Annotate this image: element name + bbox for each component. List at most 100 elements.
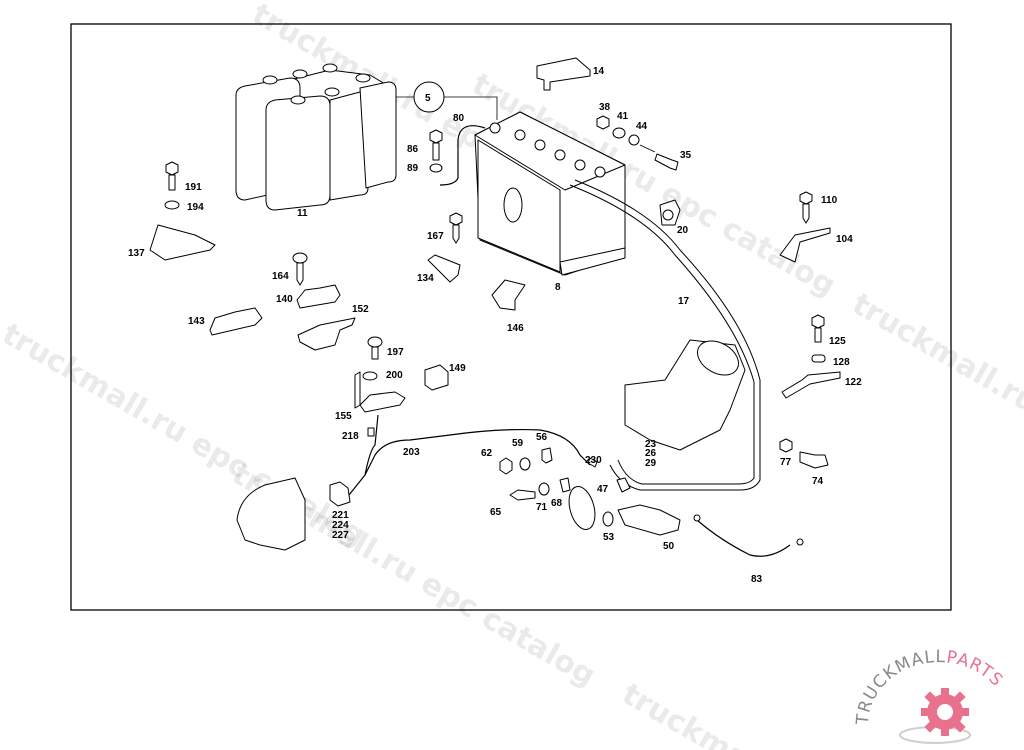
callout-197[interactable]: 197 <box>387 347 404 358</box>
washer-89 <box>429 163 443 173</box>
leader-line <box>444 96 498 120</box>
callout-230[interactable]: 230 <box>585 455 602 466</box>
logo-text-pink: PARTS <box>945 647 1007 691</box>
watermark-text: truckmall.ru <box>616 677 814 750</box>
callout-5[interactable]: 5 <box>425 93 431 104</box>
harness-203 <box>364 428 591 476</box>
bolt-125 <box>811 314 825 343</box>
callout-53[interactable]: 53 <box>603 532 615 543</box>
screw-110 <box>799 191 813 224</box>
leader-line <box>639 144 656 153</box>
callout-143[interactable]: 143 <box>188 316 205 327</box>
ground-cable-80 <box>439 125 486 186</box>
callout-23[interactable]: 23 <box>645 439 657 450</box>
callout-140[interactable]: 140 <box>276 294 293 305</box>
callout-11[interactable]: 11 <box>297 208 308 219</box>
callout-134[interactable]: 134 <box>417 273 434 284</box>
bracket-137 <box>149 224 216 261</box>
callout-149[interactable]: 149 <box>449 363 466 374</box>
callout-62[interactable]: 62 <box>481 448 493 459</box>
callout-74[interactable]: 74 <box>812 476 824 487</box>
ground-strap-83 <box>696 519 791 557</box>
callout-44[interactable]: 44 <box>636 121 648 132</box>
callout-59[interactable]: 59 <box>512 438 524 449</box>
callout-17[interactable]: 17 <box>678 296 690 307</box>
lock-washer-44 <box>628 134 640 146</box>
callout-203[interactable]: 203 <box>403 447 420 458</box>
callout-83[interactable]: 83 <box>751 574 763 585</box>
truckmall-parts-logo: TRUCKMALLPARTS <box>853 647 1007 744</box>
callout-14[interactable]: 14 <box>593 66 605 77</box>
callout-104[interactable]: 104 <box>836 234 853 245</box>
spacer-128 <box>811 354 826 363</box>
callout-200[interactable]: 200 <box>386 370 403 381</box>
bolt-191 <box>165 161 179 191</box>
callout-164[interactable]: 164 <box>272 271 289 282</box>
washer-71 <box>538 482 550 496</box>
washer-200 <box>362 371 378 381</box>
clip-56 <box>541 447 553 464</box>
washer-41 <box>612 127 626 139</box>
callout-38[interactable]: 38 <box>599 102 611 113</box>
washer-194 <box>164 200 180 210</box>
callout-20[interactable]: 20 <box>677 225 689 236</box>
eyelet <box>693 514 701 522</box>
terminal-cover-14 <box>536 57 591 91</box>
bolt-35 <box>654 153 679 171</box>
callout-77[interactable]: 77 <box>780 457 792 468</box>
callout-224[interactable]: 224 <box>332 520 349 531</box>
callout-221[interactable]: 221 <box>332 510 349 521</box>
harness-203-branch <box>364 414 379 476</box>
bolt-65 <box>509 489 536 501</box>
callout-56[interactable]: 56 <box>536 432 548 443</box>
battery-cable-17 <box>574 179 761 491</box>
callout-152[interactable]: 152 <box>352 304 369 315</box>
washer-53 <box>602 511 614 527</box>
watermark-text: truckmall.ru epc catalog <box>846 287 1024 524</box>
callout-194[interactable]: 194 <box>187 202 204 213</box>
nut-62 <box>499 457 513 475</box>
callout-125[interactable]: 125 <box>829 336 846 347</box>
callout-155[interactable]: 155 <box>335 411 352 422</box>
callout-89[interactable]: 89 <box>407 163 419 174</box>
cable-holder-143 <box>209 307 263 336</box>
callout-191[interactable]: 191 <box>185 182 202 193</box>
callout-218[interactable]: 218 <box>342 431 359 442</box>
cover-disc <box>568 486 596 530</box>
starter-motor <box>624 339 746 451</box>
callout-29[interactable]: 29 <box>645 458 657 469</box>
clip-134 <box>427 254 461 283</box>
cable-holder-155-plate <box>354 371 361 409</box>
callout-86[interactable]: 86 <box>407 144 419 155</box>
callout-128[interactable]: 128 <box>833 357 850 368</box>
callout-35[interactable]: 35 <box>680 150 692 161</box>
callout-227[interactable]: 227 <box>332 530 349 541</box>
callout-8[interactable]: 8 <box>555 282 561 293</box>
bracket-152 <box>297 317 356 351</box>
solenoid-50 <box>617 504 681 536</box>
callout-68[interactable]: 68 <box>551 498 563 509</box>
callout-146[interactable]: 146 <box>507 323 524 334</box>
plug-230 <box>587 457 598 468</box>
gear-icon-hole <box>937 704 953 720</box>
callout-41[interactable]: 41 <box>617 111 629 122</box>
battery-cells-11 <box>235 63 397 211</box>
callout-71[interactable]: 71 <box>536 502 548 513</box>
callout-26[interactable]: 26 <box>645 448 657 459</box>
callout-80[interactable]: 80 <box>453 113 465 124</box>
callout-137[interactable]: 137 <box>128 248 145 259</box>
battery-8 <box>474 111 626 276</box>
connector-149 <box>424 364 449 391</box>
bolt-74 <box>799 451 829 469</box>
callout-47[interactable]: 47 <box>597 484 609 495</box>
callout-122[interactable]: 122 <box>845 377 862 388</box>
screw-197 <box>367 336 383 360</box>
callout-110[interactable]: 110 <box>821 195 838 206</box>
callout-65[interactable]: 65 <box>490 507 502 518</box>
callout-50[interactable]: 50 <box>663 541 675 552</box>
battery-cable-17-edge <box>569 184 755 485</box>
callout-167[interactable]: 167 <box>427 231 444 242</box>
alternator <box>236 477 306 551</box>
